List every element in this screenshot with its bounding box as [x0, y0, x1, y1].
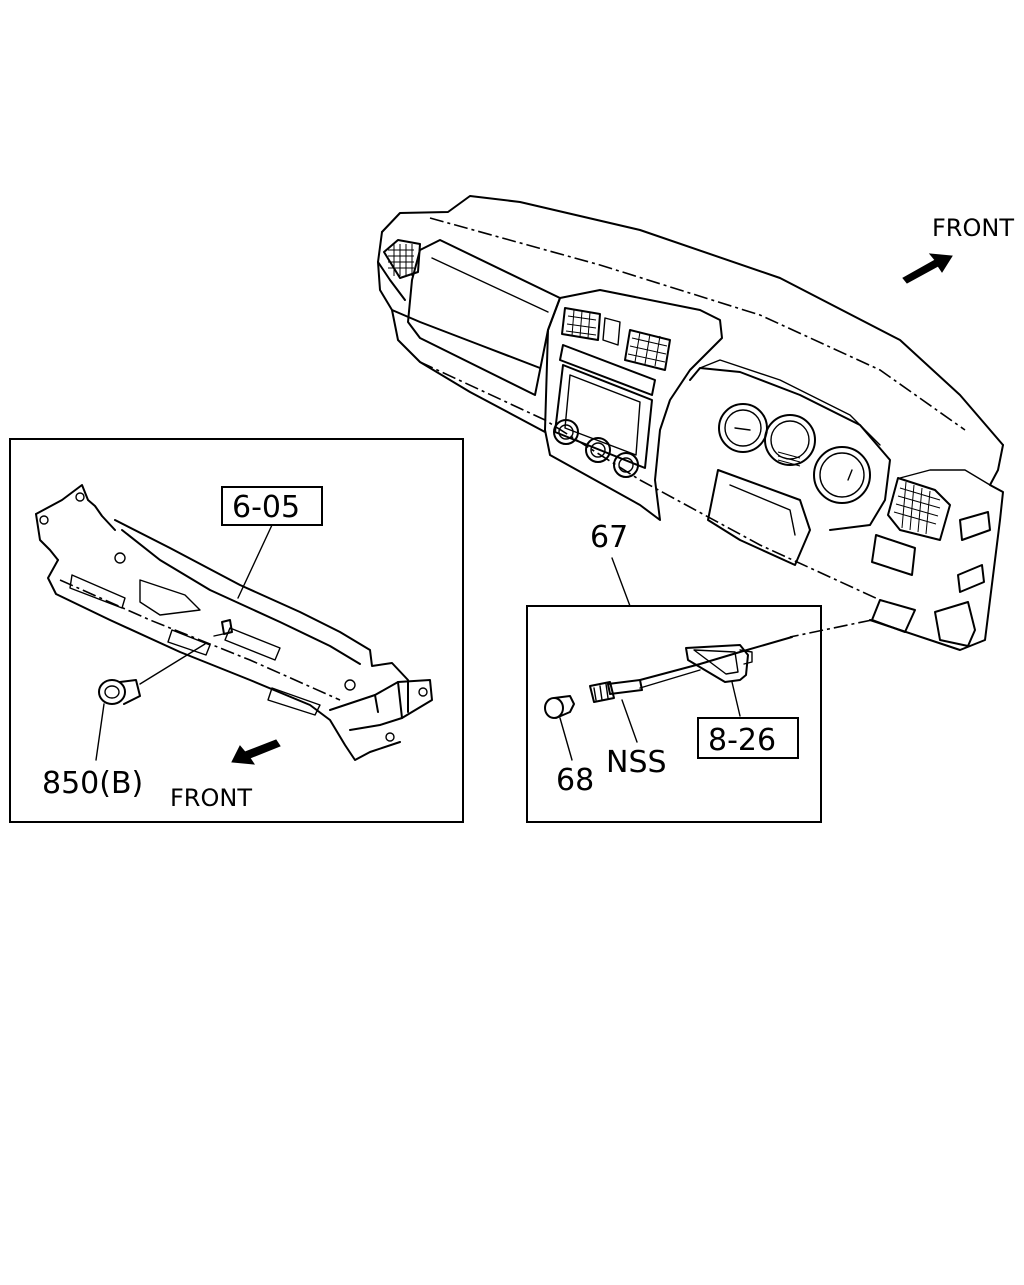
cowl-inset-box: [9, 438, 464, 823]
callout-67: 67: [590, 520, 628, 555]
callout-850b: 850(B): [42, 766, 143, 801]
callout-box-8-26: [697, 717, 799, 759]
illumination-harness: [544, 636, 793, 761]
lamp-inset-box: [526, 605, 822, 823]
dashboard-assembly: [377, 195, 1004, 651]
cowl-panel: [35, 484, 433, 761]
front-arrow-icon: [902, 253, 953, 284]
callout-6-05: 6-05: [232, 490, 300, 525]
callout-8-26: 8-26: [708, 723, 776, 758]
front-label-top: FRONT: [932, 214, 1014, 242]
front-arrow-icon: [231, 739, 281, 765]
callout-nss: NSS: [606, 745, 667, 780]
callout-68: 68: [556, 763, 594, 798]
clip-850b: [95, 679, 141, 761]
front-label-left: FRONT: [170, 784, 252, 812]
